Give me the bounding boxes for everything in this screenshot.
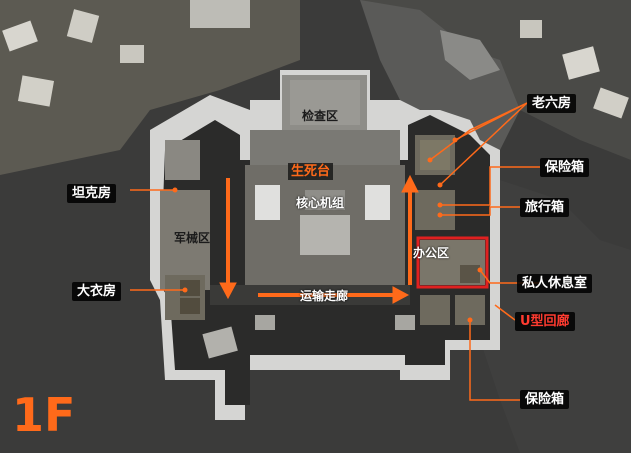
callout-travel-box: 旅行箱 xyxy=(520,198,570,217)
callout-safe-top: 保险箱 xyxy=(540,158,590,177)
area-office: 办公区 xyxy=(413,246,450,260)
callout-dots xyxy=(172,137,483,323)
callout-private-lounge: 私人休息室 xyxy=(517,274,593,293)
area-transport-corridor: 运输走廊 xyxy=(300,289,349,303)
callout-coat-room: 大衣房 xyxy=(72,282,122,301)
callout-tank-room: 坦克房 xyxy=(67,184,117,203)
area-life-death: 生死台 xyxy=(288,163,334,180)
area-core-unit: 核心机组 xyxy=(296,196,345,210)
terrain-top-left xyxy=(0,0,300,175)
callout-lines xyxy=(130,102,540,401)
callout-old-six-room: 老六房 xyxy=(527,94,577,113)
area-checkpoint: 检查区 xyxy=(302,109,339,123)
callout-u-corridor: U型回廊 xyxy=(515,312,575,331)
armory-room xyxy=(160,190,210,290)
area-armory: 军械区 xyxy=(174,231,211,245)
floor-indicator: 1F xyxy=(12,388,76,442)
callout-safe-bottom: 保险箱 xyxy=(520,390,570,409)
route-arrows xyxy=(219,174,419,304)
